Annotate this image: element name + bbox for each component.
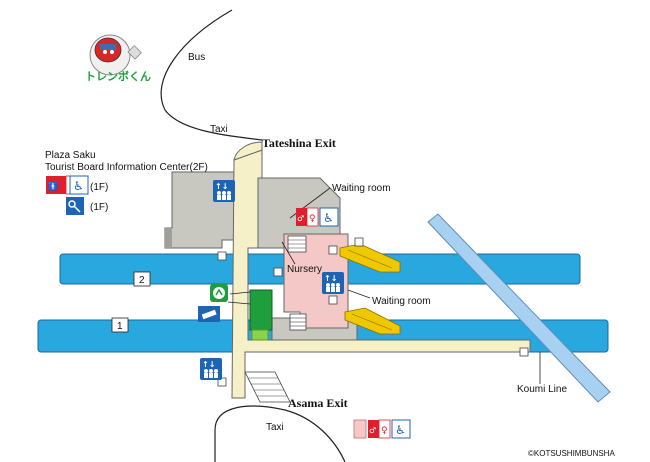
stairs-asama (244, 371, 291, 403)
info-center-line1: Plaza Saku (45, 150, 96, 161)
svg-text:♿: ♿ (323, 211, 334, 225)
track-2-label-box (133, 271, 151, 287)
green-lower (251, 329, 269, 341)
leader-waiting-bottom (347, 289, 371, 299)
plaza-shadow (165, 228, 172, 248)
taxi-bottom-label: Taxi (266, 422, 284, 433)
track-1-label: 1 (117, 321, 123, 332)
restroom-icon: ♂ ♀ (296, 207, 319, 227)
leader-green (229, 291, 251, 295)
mascot-logo: トレンボくん (85, 34, 151, 83)
pillar-1 (217, 251, 227, 261)
concourse-top (233, 141, 263, 161)
svg-text:↑↓: ↑↓ (202, 360, 215, 369)
taxi-top-label: Taxi (210, 124, 228, 135)
pillar-3 (273, 267, 283, 277)
leader-ticket (227, 301, 251, 305)
restroom-icon: ♂ ♀ (368, 419, 391, 439)
leader-nursery (281, 241, 296, 265)
stairs-middle (289, 313, 307, 331)
baby-icon (353, 419, 367, 439)
elevator-icon: ↑↓ (322, 272, 344, 294)
track-2-label: 2 (139, 275, 145, 286)
svg-text:♂: ♂ (297, 214, 304, 223)
accessible-icon: ♿ (319, 207, 339, 227)
info-center-line2: Tourist Board Information Center(2F) (45, 162, 208, 173)
concourse-walkway (231, 149, 531, 399)
track-1-label-box (111, 317, 129, 333)
elevator-icon: ↑↓ (200, 358, 222, 380)
floor-label-1f-b: (1F) (90, 202, 108, 213)
waiting-room-top-label: Waiting room (332, 183, 391, 194)
key-icon (66, 197, 84, 215)
escalator-bottom (344, 307, 401, 335)
tateshina-exit-label: Tateshina Exit (262, 136, 336, 150)
svg-text:♀: ♀ (309, 214, 316, 224)
floor-label-1f-a: (1F) (90, 182, 108, 193)
bus-label: Bus (188, 52, 205, 63)
ticket-gate-icon (198, 306, 220, 322)
svg-text:♀: ♀ (381, 426, 388, 436)
accessible-icon: ♿ (391, 419, 411, 439)
road-curve-bottom (214, 405, 346, 462)
pillar-6 (519, 347, 529, 357)
copyright-label: ©KOTSUSHIMBUNSHA (528, 449, 615, 458)
accessible-icon: ♿ (69, 175, 89, 195)
svg-text:↑↓: ↑↓ (215, 182, 228, 191)
logo-text: トレンボくん (85, 69, 151, 83)
pillar-4 (328, 245, 338, 255)
asama-exit-label: Asama Exit (288, 396, 348, 410)
pillar-7 (354, 237, 364, 247)
nursery-label: Nursery (287, 264, 322, 275)
waiting-room-bottom-label: Waiting room (372, 296, 431, 307)
ticket-office-icon (210, 284, 228, 302)
stairs-top (287, 235, 307, 253)
green-ticket-area (249, 289, 273, 331)
svg-text:♂: ♂ (369, 426, 376, 435)
elevator-icon: ↑↓ (213, 180, 235, 202)
svg-text:🚹: 🚹 (48, 181, 58, 191)
svg-text:↑↓: ↑↓ (324, 274, 337, 283)
road-curve-top (160, 9, 263, 141)
koumi-line-track (427, 213, 611, 403)
pillar-5 (328, 295, 338, 305)
svg-text:♿: ♿ (73, 179, 84, 193)
koumi-line-label: Koumi Line (517, 384, 567, 395)
svg-text:♿: ♿ (395, 423, 406, 437)
